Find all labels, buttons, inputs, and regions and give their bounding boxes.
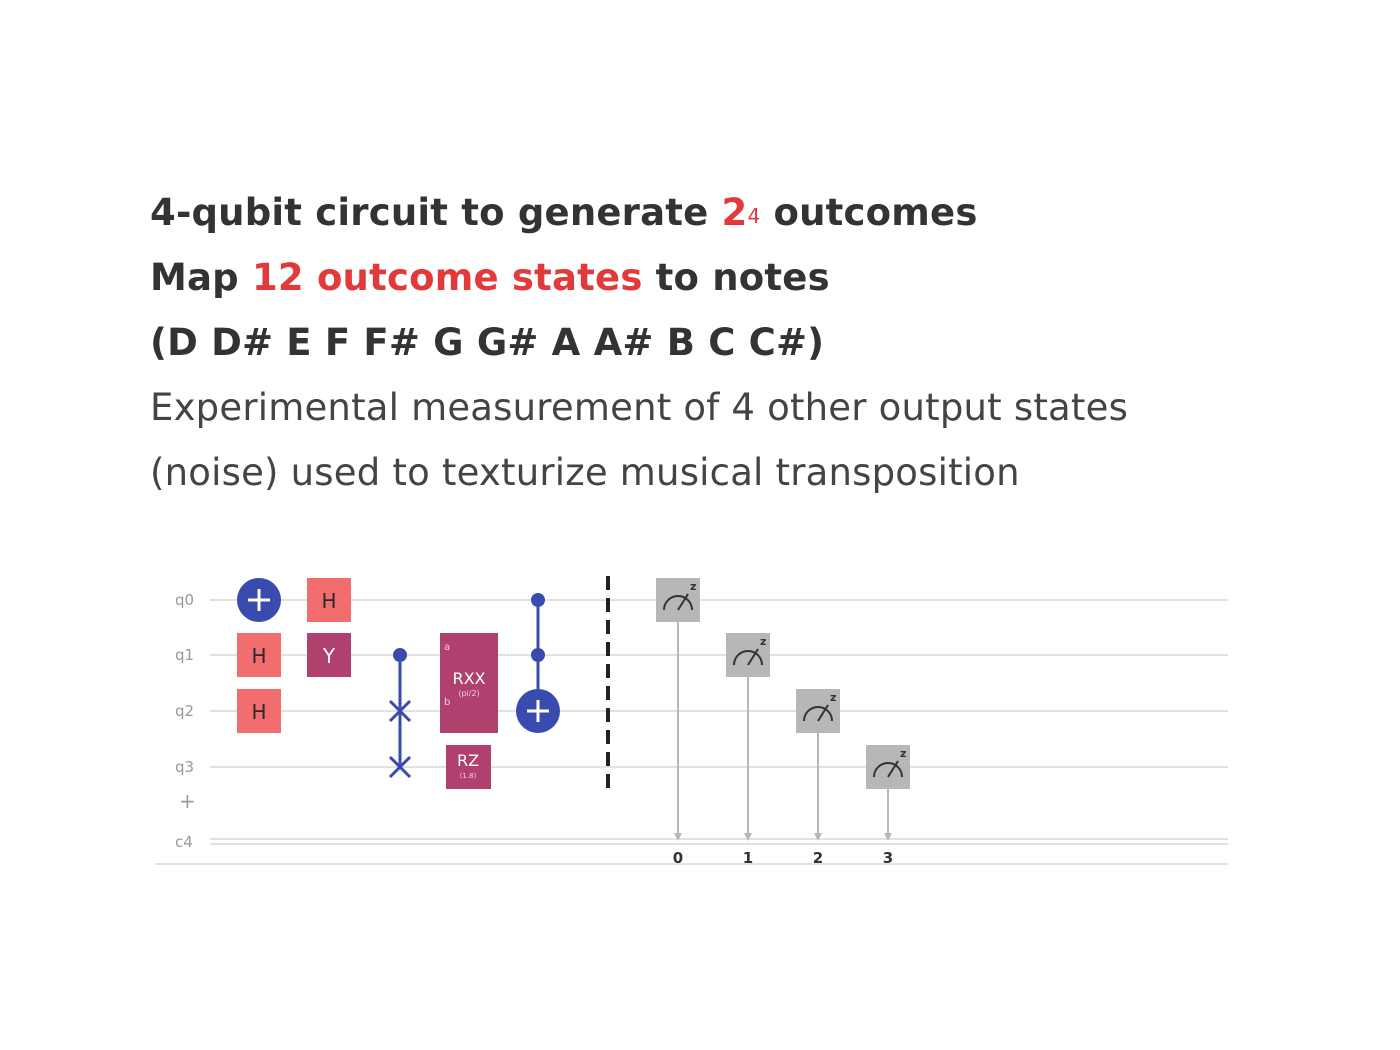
meter-needle-icon: [817, 704, 829, 722]
h-gate-q2-box: [237, 689, 281, 733]
meter-dial-icon: [663, 595, 693, 611]
measure-box-q0: [656, 578, 700, 622]
h-gate-q0-box: [307, 578, 351, 622]
measure-gate-q1[interactable]: z: [726, 633, 770, 841]
rz-gate-param: (1.8): [460, 772, 477, 780]
qubit-label-q2[interactable]: q2: [175, 702, 194, 720]
measure-box-q2: [796, 689, 840, 733]
toffoli-control-q1: [531, 648, 545, 662]
swap-cross-q3-b: [388, 755, 412, 779]
measure-arrow-q3: [884, 833, 892, 841]
meter-dial-icon: [873, 762, 903, 778]
h-gate-q1-label: H: [251, 644, 266, 668]
meter-dial-icon: [733, 650, 763, 666]
heading-line-2-prefix: Map: [150, 256, 252, 299]
meter-dial-icon: [803, 706, 833, 722]
h-gate-q2[interactable]: H: [237, 689, 281, 733]
h-gate-q1-box: [237, 633, 281, 677]
toffoli-gate[interactable]: [516, 593, 560, 733]
measure-gate-q3[interactable]: z: [866, 745, 910, 841]
description-line-1: Experimental measurement of 4 other outp…: [150, 386, 1129, 429]
h-gate-q1[interactable]: H: [237, 633, 281, 677]
qubit-label-q3[interactable]: q3: [175, 758, 194, 776]
measure-basis-label: z: [760, 635, 766, 648]
notes-list: (D D# E F F# G G# A A# B C C#): [150, 321, 825, 364]
meter-needle-icon: [677, 593, 689, 611]
measure-arrow-q1: [744, 833, 752, 841]
measure-basis-label: z: [690, 580, 696, 593]
y-gate-q1-label: Y: [322, 644, 336, 668]
toffoli-control-q0: [531, 593, 545, 607]
swap-cross-q2-b: [388, 699, 412, 723]
swap-gate-q1-q3[interactable]: [388, 648, 412, 779]
rxx-port-b: b: [444, 697, 450, 708]
measure-box-q1: [726, 633, 770, 677]
y-gate-q1-box: [307, 633, 351, 677]
rxx-port-a: a: [444, 642, 450, 653]
classical-bit-2: 2: [813, 849, 823, 867]
swap-control-dot: [393, 648, 407, 662]
rxx-gate-box: [440, 633, 498, 733]
rxx-gate-param: (pi/2): [458, 689, 479, 698]
classical-bit-1: 1: [743, 849, 753, 867]
qubit-label-q0[interactable]: q0: [175, 591, 194, 609]
heading-line-2: Map 12 outcome states to notes: [150, 245, 1300, 310]
rz-gate-q3[interactable]: RZ (1.8): [446, 745, 491, 789]
classical-bit-0: 0: [673, 849, 683, 867]
qubit-wires: [155, 599, 1228, 865]
measure-arrow-q0: [674, 833, 682, 841]
y-gate-q1[interactable]: Y: [307, 633, 351, 677]
meter-needle-icon: [747, 648, 759, 666]
heading-line-1-prefix: 4-qubit circuit to generate: [150, 191, 722, 234]
measure-box-q3: [866, 745, 910, 789]
heading-line-1: 4-qubit circuit to generate 24 outcomes: [150, 180, 1300, 245]
measure-basis-label: z: [830, 691, 836, 704]
measure-gate-q0[interactable]: z: [656, 578, 700, 841]
classical-register-label: c4: [175, 833, 193, 851]
cnot-target-q0[interactable]: [237, 578, 281, 622]
h-gate-q0-label: H: [321, 589, 336, 613]
classical-bit-3: 3: [883, 849, 893, 867]
outcome-states-highlight: 12 outcome states: [251, 256, 643, 299]
add-qubit-icon[interactable]: +: [179, 789, 196, 813]
meter-needle-icon: [887, 760, 899, 778]
rxx-gate-q1-q2[interactable]: a b RXX (pi/2): [440, 633, 498, 733]
heading-line-2-suffix: to notes: [642, 256, 830, 299]
h-gate-q2-label: H: [251, 700, 266, 724]
rz-gate-label: RZ: [457, 751, 479, 770]
quantum-circuit-diagram: q0 q1 q2 q3 + c4 H H H Y a b: [155, 576, 1228, 867]
h-gate-q0[interactable]: H: [307, 578, 351, 622]
outcome-count-exponent: 4: [747, 204, 761, 228]
measure-arrow-q2: [814, 833, 822, 841]
description-block: 4-qubit circuit to generate 24 outcomes …: [150, 180, 1300, 505]
measure-basis-label: z: [900, 747, 906, 760]
outcome-count-base: 2: [721, 191, 748, 234]
heading-line-1-suffix: outcomes: [760, 191, 978, 234]
rxx-gate-label: RXX: [452, 669, 485, 688]
measure-gate-q2[interactable]: z: [796, 689, 840, 841]
qubit-label-q1[interactable]: q1: [175, 646, 194, 664]
rz-gate-box: [446, 745, 491, 789]
description-line-2: (noise) used to texturize musical transp…: [150, 451, 1020, 494]
